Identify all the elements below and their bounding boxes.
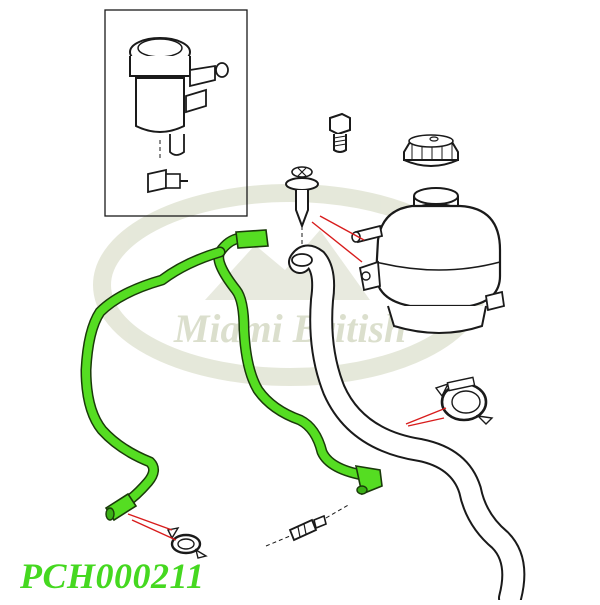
expansion-tank bbox=[351, 187, 506, 334]
leader-push-rivet bbox=[311, 221, 363, 263]
coolant-hose bbox=[288, 244, 526, 605]
leader-small-clip-b bbox=[127, 513, 173, 531]
push-rivet bbox=[285, 166, 319, 244]
small-hose-clip bbox=[166, 527, 208, 559]
leader-small-clip bbox=[131, 519, 177, 541]
leader-lower-clip bbox=[405, 407, 447, 425]
leader-push-rivet-b bbox=[319, 215, 365, 241]
expansion-tank-cap bbox=[403, 134, 459, 167]
watermark-text: Miami British bbox=[173, 306, 406, 351]
part-number-label: PCH000211 bbox=[20, 556, 205, 596]
leader-lower-clip-b bbox=[407, 417, 445, 427]
pipe-connector bbox=[265, 503, 351, 547]
green-breather-pipe bbox=[80, 229, 383, 522]
lower-hose-clip bbox=[434, 376, 494, 425]
reservoir-detail-inset bbox=[104, 9, 248, 217]
red-leader-lines bbox=[127, 215, 447, 541]
mounting-bolt bbox=[329, 112, 351, 153]
